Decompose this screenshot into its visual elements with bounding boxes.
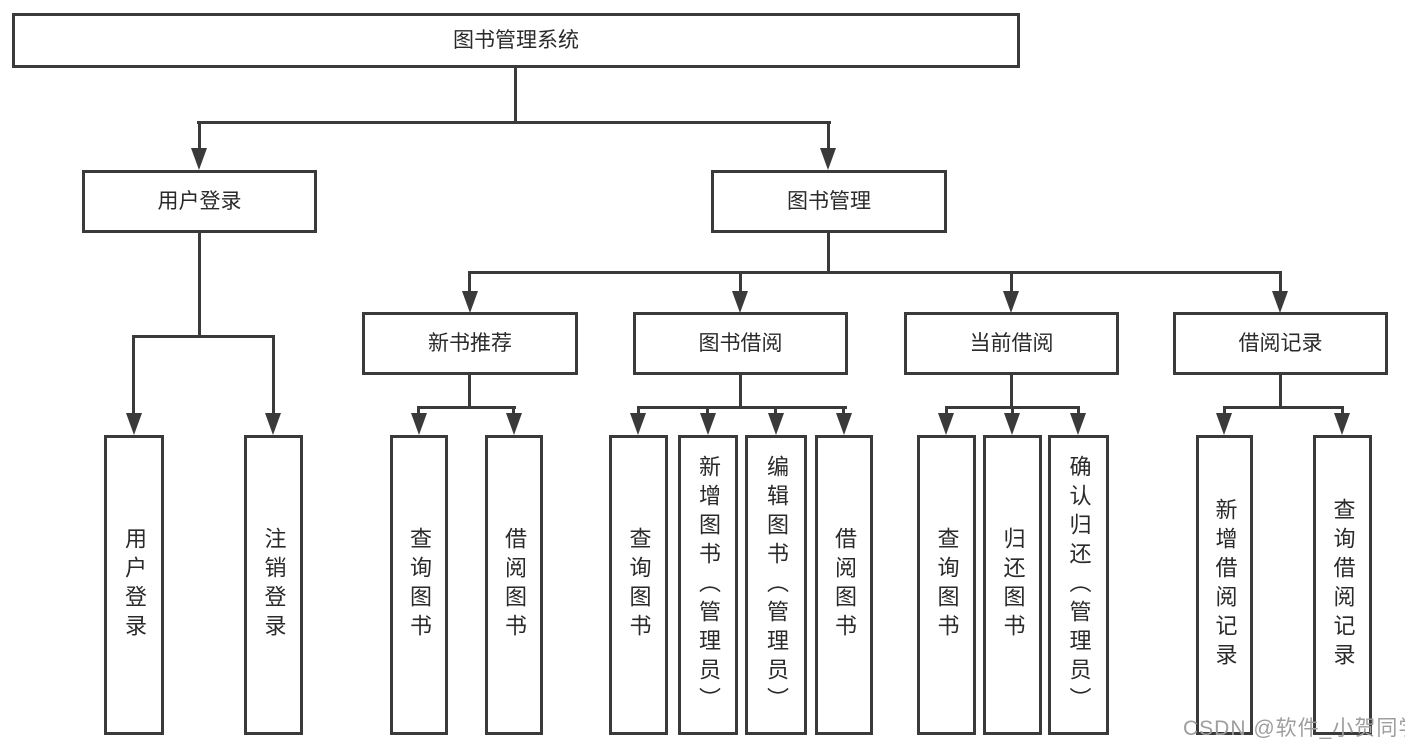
node-current-borrow: 当前借阅 (904, 312, 1119, 375)
connector-records-branch (1223, 406, 1344, 409)
node-user-login-label: 用户登录 (157, 190, 242, 213)
connector-root-branch (197, 121, 831, 124)
arrowhead-cur-return (1004, 413, 1020, 435)
arrowhead-rec-add (1216, 413, 1232, 435)
connector-book-management-stem (827, 233, 830, 273)
connector-bookborrow-branch (637, 406, 847, 409)
arrowhead-bb-borrow (836, 413, 852, 435)
node-borrow-records: 借阅记录 (1173, 312, 1388, 375)
connector-bookborrow-stem (739, 375, 742, 408)
leaf-borrow-borrow-book: 借阅图书 (815, 435, 873, 735)
leaf-logout-label: 注销登录 (261, 527, 287, 643)
connector-drop-book-borrow (739, 271, 742, 293)
leaf-borrow-borrow-book-label: 借阅图书 (832, 527, 857, 643)
node-root: 图书管理系统 (12, 13, 1020, 68)
connector-drop-newbook-query (417, 406, 420, 415)
arrowhead-rec-query (1334, 413, 1350, 435)
connector-drop-cur-confirm (1077, 406, 1080, 415)
connector-drop-bb-add (706, 406, 709, 415)
connector-newbook-stem (468, 375, 471, 408)
arrowhead-bb-edit (768, 413, 784, 435)
node-borrow-records-label: 借阅记录 (1238, 332, 1323, 355)
leaf-newbook-borrow-book: 借阅图书 (485, 435, 543, 735)
connector-drop-bb-borrow (842, 406, 845, 415)
arrowhead-cur-query (938, 413, 954, 435)
connector-drop-book-management (827, 121, 830, 151)
connector-newbook-branch (417, 406, 516, 409)
leaf-current-query-book-label: 查询图书 (934, 527, 960, 643)
leaf-newbook-borrow-book-label: 借阅图书 (502, 527, 527, 643)
connector-drop-borrow-records (1279, 271, 1282, 293)
leaf-newbook-query-book: 查询图书 (390, 435, 448, 735)
leaf-logout: 注销登录 (244, 435, 303, 735)
connector-user-login-stem (198, 233, 201, 338)
connector-drop-rec-add (1223, 406, 1226, 415)
arrowhead-cur-confirm (1070, 413, 1086, 435)
csdn-watermark: CSDN @软件_小贺同学 (1183, 717, 1405, 740)
leaf-add-book-admin-label: 新增图书（管理员） (696, 454, 721, 716)
leaf-current-query-book: 查询图书 (917, 435, 976, 735)
leaf-return-book-label: 归还图书 (1000, 527, 1026, 643)
leaf-edit-book-admin: 编辑图书（管理员） (745, 435, 807, 735)
arrowhead-current-borrow (1003, 291, 1019, 313)
node-new-book-recommend: 新书推荐 (362, 312, 578, 375)
node-book-management: 图书管理 (711, 170, 947, 233)
leaf-add-book-admin: 新增图书（管理员） (678, 435, 738, 735)
arrowhead-user-login (191, 148, 207, 170)
arrowhead-newbook-query (411, 413, 427, 435)
leaf-query-borrow-record-label: 查询借阅记录 (1330, 498, 1356, 672)
arrowhead-bb-query (630, 413, 646, 435)
arrowhead-new-book (462, 291, 478, 313)
connector-drop-rec-query (1341, 406, 1344, 415)
leaf-confirm-return-admin-label: 确认归还（管理员） (1066, 454, 1092, 716)
leaf-query-borrow-record: 查询借阅记录 (1313, 435, 1372, 735)
connector-drop-current-borrow (1010, 271, 1013, 293)
leaf-edit-book-admin-label: 编辑图书（管理员） (764, 454, 789, 716)
connector-drop-new-book (468, 271, 471, 293)
arrowhead-leaf-user-login (126, 413, 142, 435)
arrowhead-leaf-logout (265, 413, 281, 435)
node-user-login: 用户登录 (82, 170, 317, 233)
node-book-borrow: 图书借阅 (633, 312, 848, 375)
connector-drop-bb-edit (774, 406, 777, 415)
arrowhead-book-management (820, 148, 836, 170)
node-root-label: 图书管理系统 (453, 29, 579, 52)
connector-root-stem (514, 68, 517, 123)
leaf-return-book: 归还图书 (983, 435, 1042, 735)
connector-drop-leaf-logout (272, 335, 275, 415)
node-book-management-label: 图书管理 (787, 190, 871, 213)
leaf-user-login-label: 用户登录 (122, 527, 147, 643)
connector-book-management-branch (468, 271, 1281, 274)
leaf-add-borrow-record: 新增借阅记录 (1196, 435, 1253, 735)
connector-drop-newbook-borrow (512, 406, 515, 415)
node-current-borrow-label: 当前借阅 (969, 332, 1054, 355)
connector-current-stem (1010, 375, 1013, 408)
connector-drop-cur-query (945, 406, 948, 415)
connector-drop-leaf-user-login (132, 335, 135, 415)
connector-records-stem (1279, 375, 1282, 408)
connector-drop-bb-query (637, 406, 640, 415)
connector-drop-cur-return (1011, 406, 1014, 415)
arrowhead-bb-add (700, 413, 716, 435)
node-book-borrow-label: 图书借阅 (698, 332, 783, 355)
leaf-borrow-query-book-label: 查询图书 (626, 527, 652, 643)
connector-drop-user-login (198, 121, 201, 151)
leaf-borrow-query-book: 查询图书 (609, 435, 668, 735)
leaf-confirm-return-admin: 确认归还（管理员） (1048, 435, 1109, 735)
arrowhead-book-borrow (732, 291, 748, 313)
leaf-newbook-query-book-label: 查询图书 (407, 527, 432, 643)
arrowhead-borrow-records (1272, 291, 1288, 313)
arrowhead-newbook-borrow (506, 413, 522, 435)
leaf-user-login: 用户登录 (104, 435, 164, 735)
leaf-add-borrow-record-label: 新增借阅记录 (1212, 498, 1238, 672)
connector-user-login-branch (132, 335, 275, 338)
node-new-book-recommend-label: 新书推荐 (428, 332, 512, 355)
